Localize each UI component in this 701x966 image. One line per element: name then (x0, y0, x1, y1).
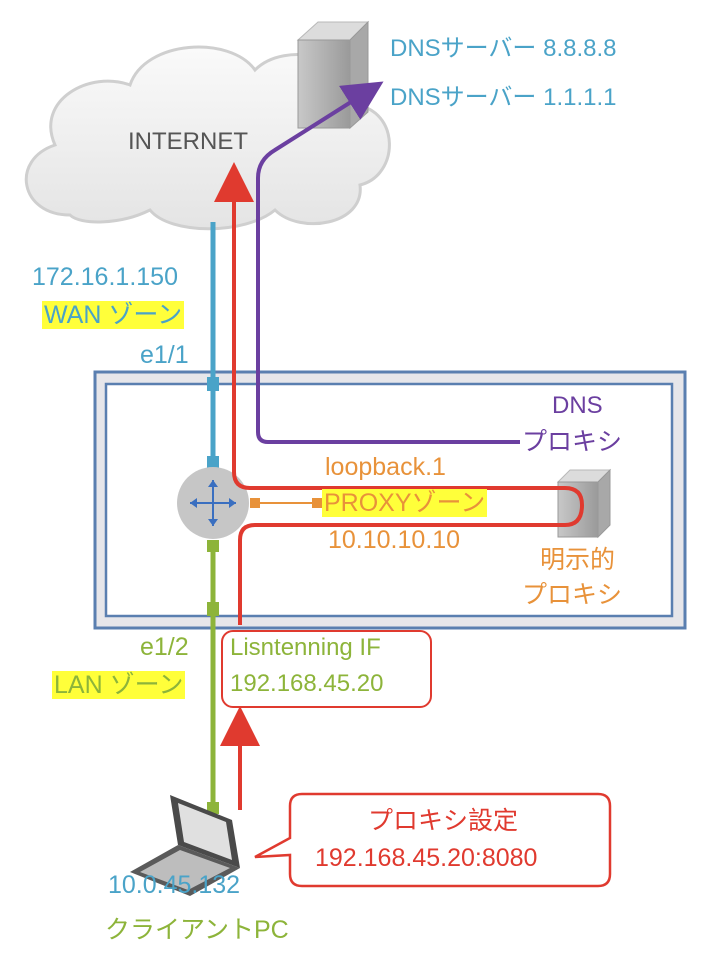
dns-proxy-line1: DNS (552, 392, 603, 419)
listening-if-line1: Lisntenning IF (230, 634, 381, 661)
proxy-setting-callout (254, 792, 612, 888)
router-icon (177, 467, 249, 539)
wan-link (207, 222, 219, 468)
lan-interface: e1/2 (140, 633, 189, 661)
wan-zone: WAN ゾーン (42, 301, 185, 329)
wan-ip: 172.16.1.150 (32, 263, 178, 291)
lan-link (207, 540, 219, 814)
dns-server-label-1: DNSサーバー 8.8.8.8 (390, 35, 617, 62)
listening-if-line2: 192.168.45.20 (230, 670, 384, 697)
loopback-zone: PROXYゾーン (322, 489, 488, 517)
laptop-icon (130, 795, 240, 896)
wan-interface: e1/1 (140, 341, 189, 369)
dns-proxy-line2: プロキシ (522, 428, 623, 456)
loopback-link (250, 498, 322, 508)
client-ip: 10.0.45.132 (108, 871, 241, 899)
lan-zone: LAN ゾーン (52, 671, 186, 699)
client-name: クライアントPC (105, 916, 289, 944)
dns-server-label-2: DNSサーバー 1.1.1.1 (390, 84, 617, 111)
explicit-proxy-line1: 明示的 (540, 546, 616, 574)
proxy-path (214, 162, 585, 625)
listening-if-box (221, 630, 432, 708)
explicit-proxy-line2: プロキシ (522, 581, 623, 609)
dns-path (256, 81, 520, 444)
loopback-name: loopback.1 (325, 453, 446, 481)
loopback-ip: 10.10.10.10 (328, 526, 461, 554)
internet-label: INTERNET (128, 128, 248, 155)
proxy-setting-line2: 192.168.45.20:8080 (315, 844, 538, 872)
proxy-setting-line1: プロキシ設定 (368, 807, 519, 835)
